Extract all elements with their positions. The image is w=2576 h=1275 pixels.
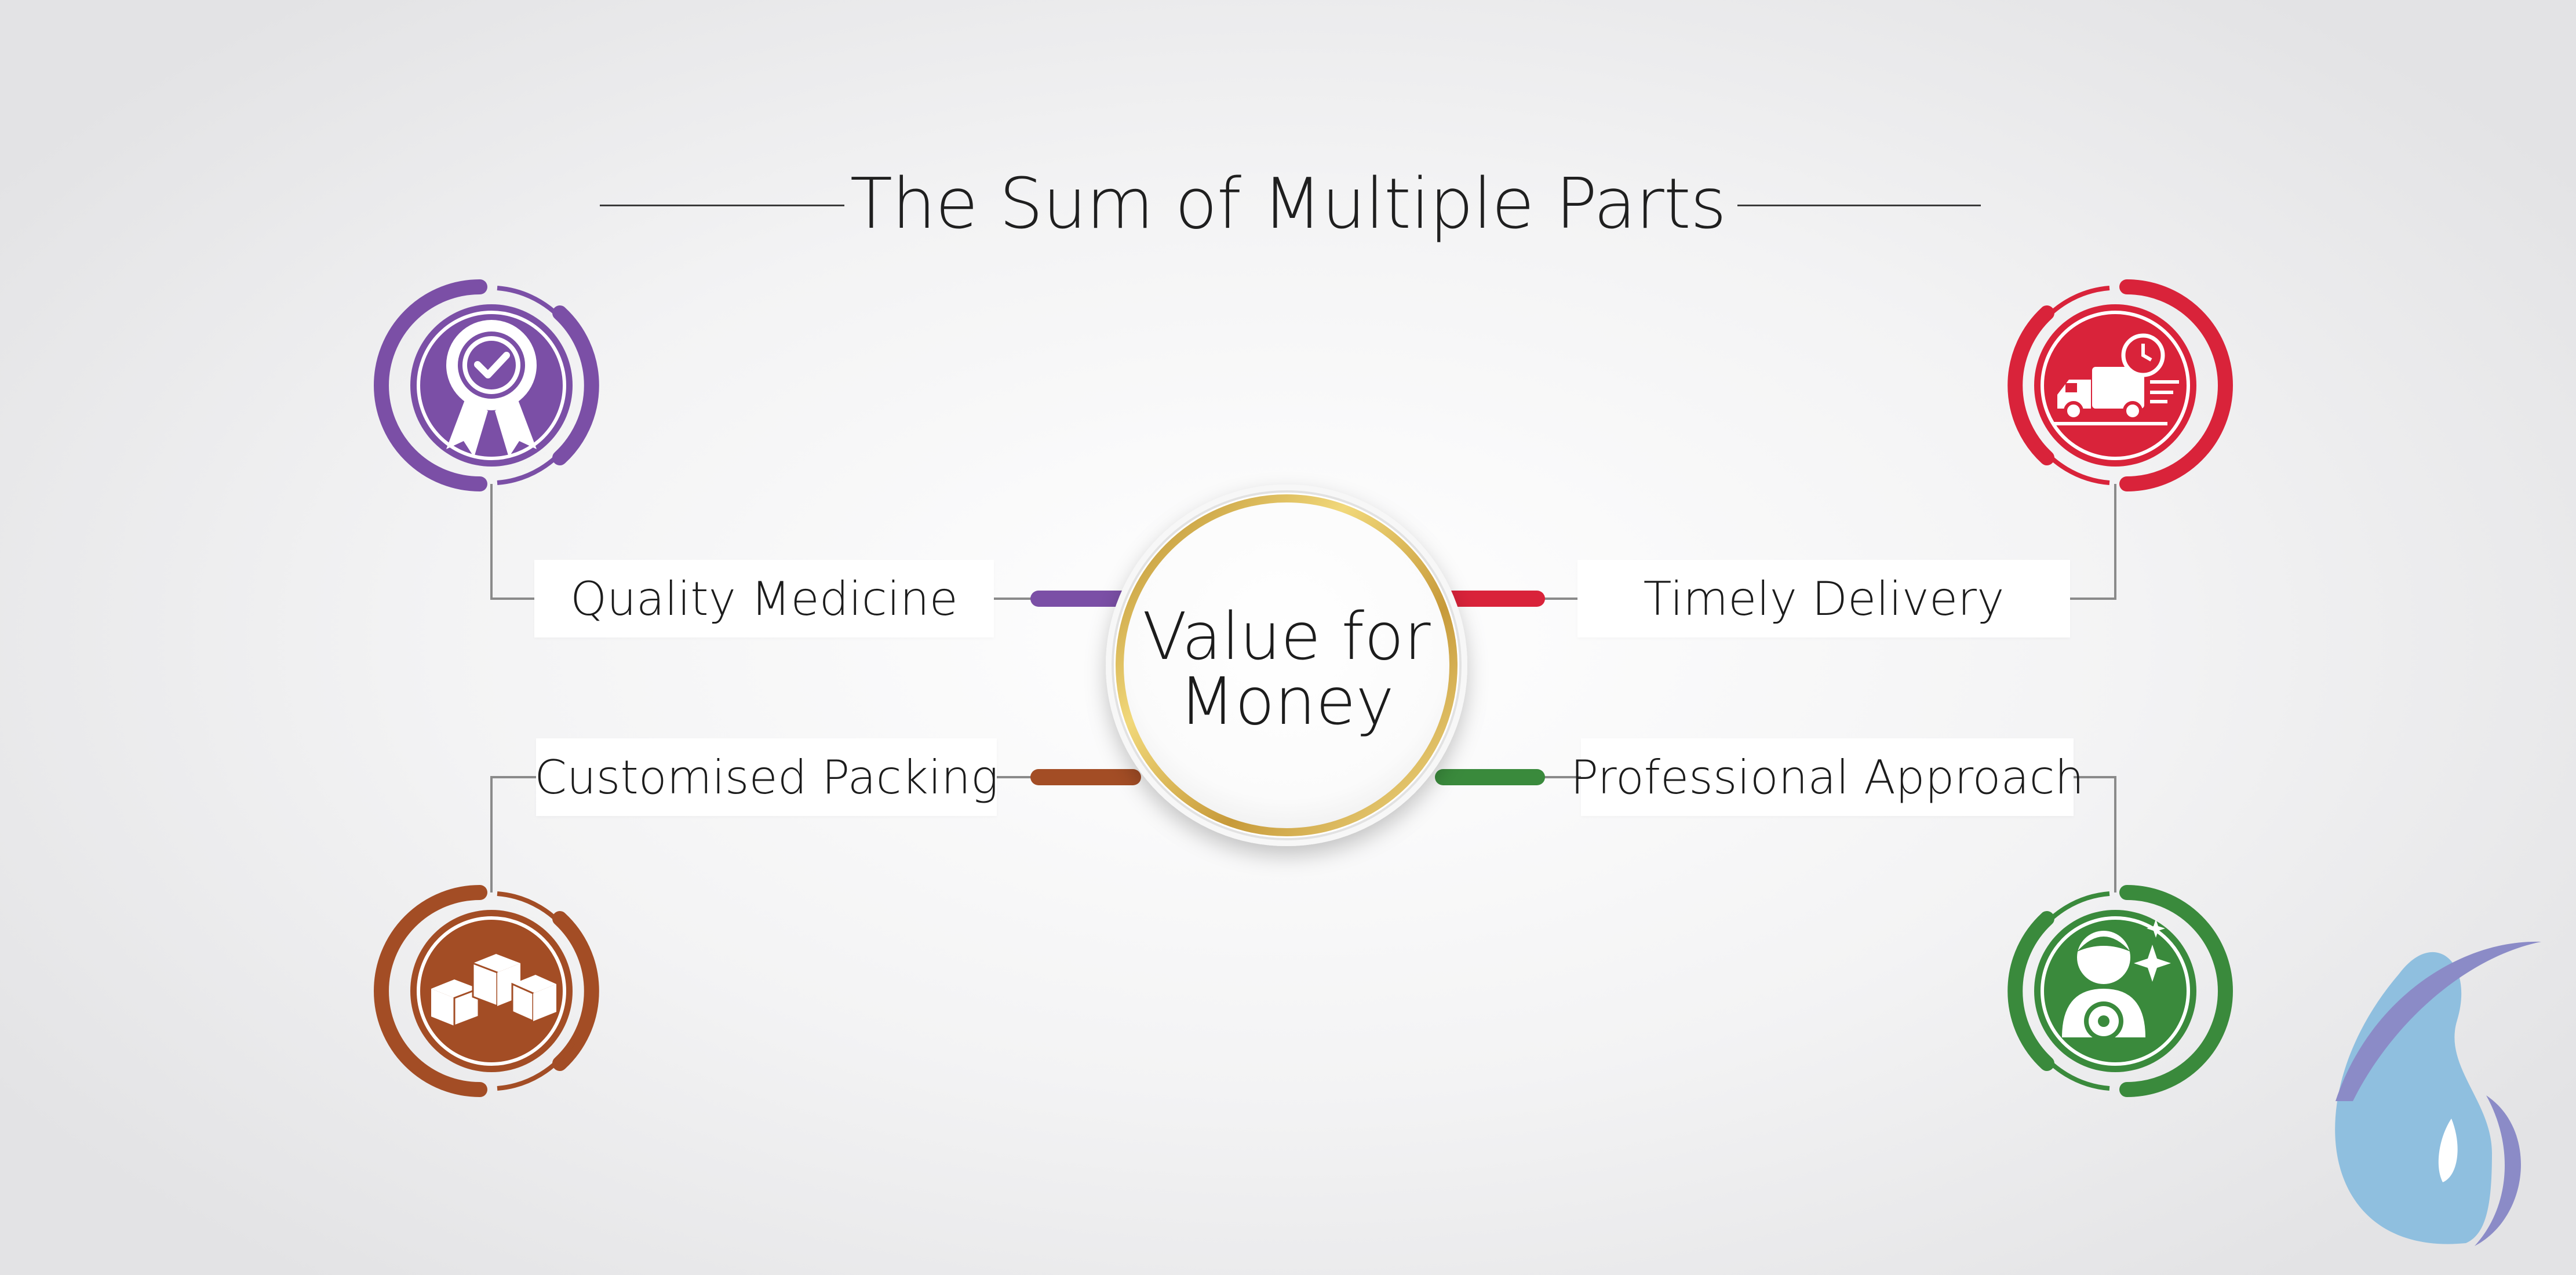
water-drop-logo-icon [2335, 941, 2541, 1246]
label-timely-delivery: Timely Delivery [1577, 560, 2070, 638]
center-circle [1106, 485, 1467, 846]
color-bars [1030, 591, 1545, 785]
packing-boxes-icon [374, 885, 599, 1097]
title-rule-left [600, 205, 844, 206]
connector-lines [490, 484, 2116, 893]
center-label-line1: Value for [1142, 599, 1431, 675]
award-badge-icon [374, 279, 599, 491]
professional-person-icon [2007, 885, 2233, 1097]
label-professional-approach: Professional Approach [1571, 738, 2084, 816]
delivery-truck-icon [2007, 279, 2233, 491]
center-label-line2: Money [1179, 664, 1394, 740]
title-rule-right [1737, 205, 1981, 206]
label-quality-medicine: Quality Medicine [534, 560, 994, 638]
label-customised-packing: Customised Packing [534, 738, 999, 816]
center-label: Value for Money [1136, 594, 1437, 745]
page-title: The Sum of Multiple Parts [850, 163, 1727, 245]
